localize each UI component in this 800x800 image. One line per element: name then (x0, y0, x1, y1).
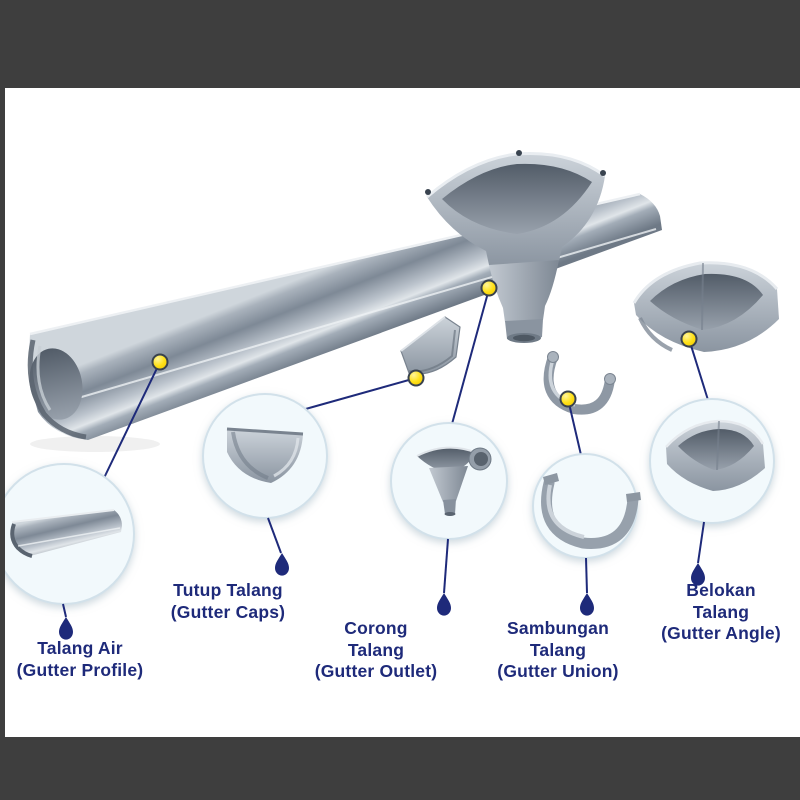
gutter-cap-photo (400, 316, 461, 375)
label-gutter-profile: Talang Air (Gutter Profile) (0, 638, 162, 681)
callout-gutter-union (532, 453, 641, 559)
label-line: Corong (344, 618, 408, 638)
label-line: (Gutter Union) (497, 661, 619, 681)
pointer-drop-icon (580, 593, 594, 616)
bottom-letterbox-bar (0, 737, 800, 800)
gutter-angle-photo (632, 261, 779, 352)
callout-gutter-outlet (390, 422, 508, 540)
part-marker-dots (151, 279, 698, 408)
callout-gutter-profile (0, 463, 135, 605)
label-line: (Gutter Profile) (16, 659, 144, 680)
label-line: Talang Air (37, 638, 123, 658)
label-gutter-angle: Belokan Talang (Gutter Angle) (645, 580, 797, 645)
label-line: Tutup Talang (173, 580, 283, 600)
label-gutter-outlet: Corong Talang (Gutter Outlet) (298, 618, 454, 683)
label-line: (Gutter Outlet) (314, 661, 438, 681)
callout-gutter-cap (202, 393, 328, 519)
pointer-drop-icon (275, 553, 289, 576)
label-line: (Gutter Angle) (661, 623, 781, 643)
gutter-union-photo (543, 351, 616, 415)
label-line: (Gutter Caps) (170, 601, 286, 622)
part-marker-dot (680, 330, 698, 348)
callout-lines-lower (62, 517, 705, 618)
gutter-outlet-photo (425, 150, 606, 343)
pointer-drop-icon (59, 617, 73, 640)
pointer-drop-icon (437, 593, 451, 616)
label-line: Talang (692, 601, 750, 622)
label-gutter-caps: Tutup Talang (Gutter Caps) (148, 580, 308, 623)
part-marker-dot (151, 353, 169, 371)
label-line: Talang (347, 639, 405, 660)
label-line: Belokan (686, 580, 756, 600)
label-line: Sambungan (507, 618, 609, 638)
callout-gutter-angle (649, 398, 775, 524)
label-gutter-union: Sambungan Talang (Gutter Union) (480, 618, 636, 683)
callout-lines-upper (103, 288, 709, 479)
top-letterbox-bar (0, 0, 800, 88)
part-marker-dot (559, 390, 577, 408)
label-line: Talang (529, 639, 587, 660)
left-letterbox-strip (0, 88, 5, 737)
part-marker-dot (407, 369, 425, 387)
part-marker-dot (480, 279, 498, 297)
